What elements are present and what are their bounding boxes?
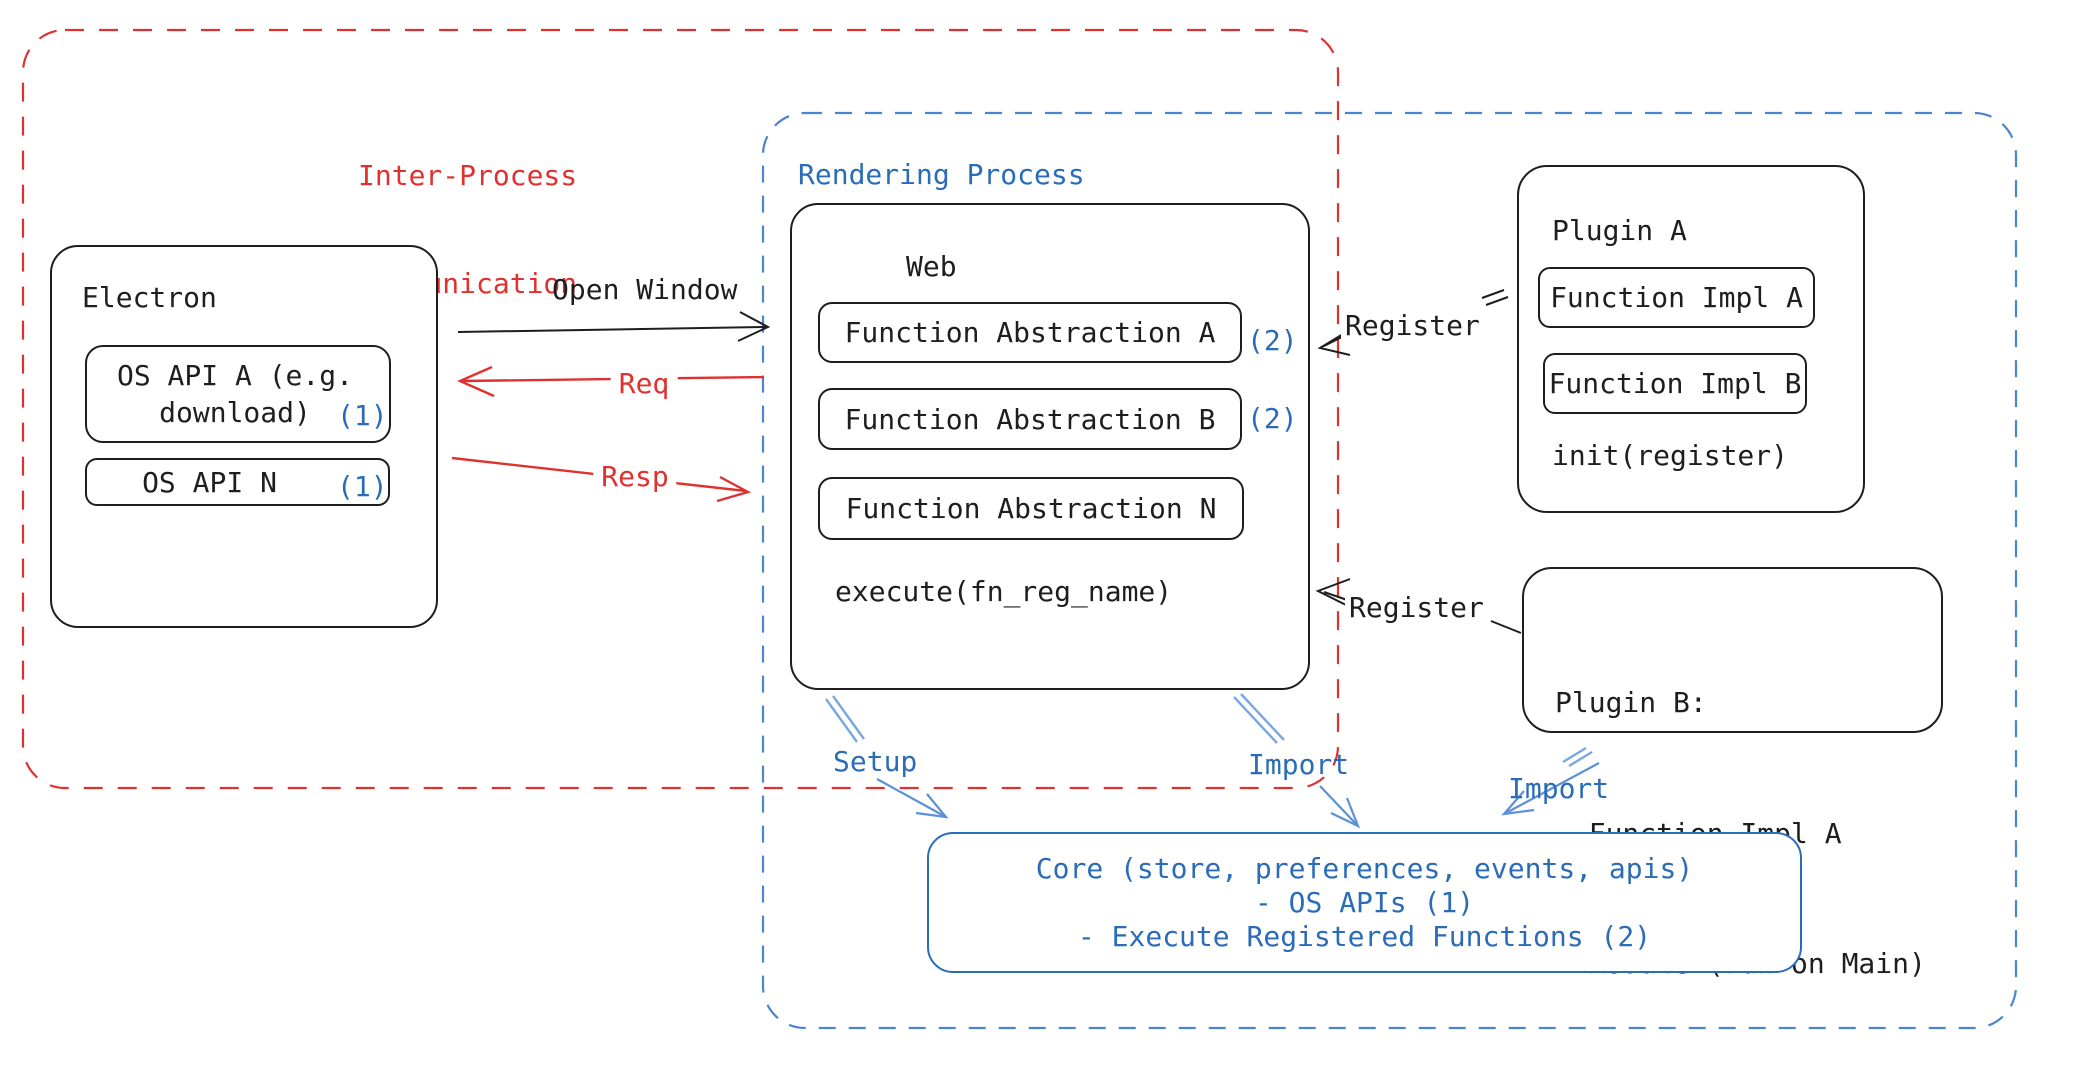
function-impl-b-label: Function Impl B	[1548, 367, 1802, 400]
function-abstraction-a-badge: (2)	[1247, 324, 1298, 357]
electron-title: Electron	[82, 281, 217, 314]
core-line-1: Core (store, preferences, events, apis)	[1035, 851, 1694, 885]
core-line-3: - Execute Registered Functions (2)	[1077, 919, 1652, 953]
core-node: Core (store, preferences, events, apis) …	[927, 832, 1802, 973]
import-web-connector	[1233, 693, 1285, 744]
req-label: Req	[610, 366, 678, 402]
plugin-a-node	[1517, 165, 1865, 513]
os-api-a-label: OS API A (e.g. download)	[116, 359, 353, 429]
plugin-a-init-text: init(register)	[1552, 439, 1789, 472]
import-plugin-connector	[1562, 746, 1593, 768]
setup-label: Setup	[833, 745, 918, 778]
register-b-label: Register	[1345, 590, 1488, 626]
function-abstraction-b-label: Function Abstraction B	[844, 402, 1216, 436]
rendering-group-label: Rendering Process	[798, 158, 1085, 191]
open-window-arrow	[457, 311, 771, 342]
ipc-label-line1: Inter-Process	[358, 159, 578, 192]
function-abstraction-b-node: Function Abstraction B	[818, 388, 1242, 450]
ipc-group-outline	[21, 28, 1340, 790]
os-api-n-label: OS API N	[142, 465, 277, 499]
setup-connector	[825, 695, 865, 743]
plugin-a-title: Plugin A	[1552, 214, 1687, 247]
function-abstraction-b-badge: (2)	[1247, 402, 1298, 435]
function-impl-a-node: Function Impl A	[1538, 267, 1815, 328]
register-a-arrow	[1317, 289, 1509, 356]
os-api-n-node: OS API N	[85, 458, 390, 506]
setup-arrow	[876, 778, 949, 819]
register-a-label: Register	[1341, 308, 1484, 344]
function-abstraction-n-label: Function Abstraction N	[845, 492, 1217, 525]
os-api-n-badge: (1)	[337, 470, 388, 503]
function-abstraction-a-node: Function Abstraction A	[818, 302, 1242, 363]
import-plugin-arrow	[1501, 762, 1600, 816]
import-web-arrow	[1319, 785, 1361, 829]
import-web-label: Import	[1248, 748, 1350, 781]
web-title: Web	[906, 250, 957, 283]
open-window-label: Open Window	[552, 273, 738, 306]
function-abstraction-a-label: Function Abstraction A	[844, 316, 1216, 349]
plugin-b-node	[1522, 567, 1943, 733]
core-line-2: - OS APIs (1)	[1254, 885, 1475, 919]
core-text: Core (store, preferences, events, apis) …	[1036, 852, 1693, 954]
os-api-a-node: OS API A (e.g. download)	[85, 345, 391, 443]
function-impl-a-label: Function Impl A	[1550, 281, 1803, 314]
import-plugin-label: Import	[1508, 772, 1610, 805]
plugin-b-title: Plugin B:	[1555, 686, 1707, 719]
plugin-b-text: Plugin B: - Function Impl A - Module (ru…	[1555, 594, 1926, 1066]
os-api-a-badge: (1)	[337, 399, 388, 432]
rendering-group-outline	[761, 111, 2018, 1030]
resp-label: Resp	[593, 459, 677, 495]
function-impl-b-node: Function Impl B	[1543, 353, 1807, 414]
web-execute-text: execute(fn_reg_name)	[835, 575, 1173, 608]
function-abstraction-n-node: Function Abstraction N	[818, 477, 1244, 540]
